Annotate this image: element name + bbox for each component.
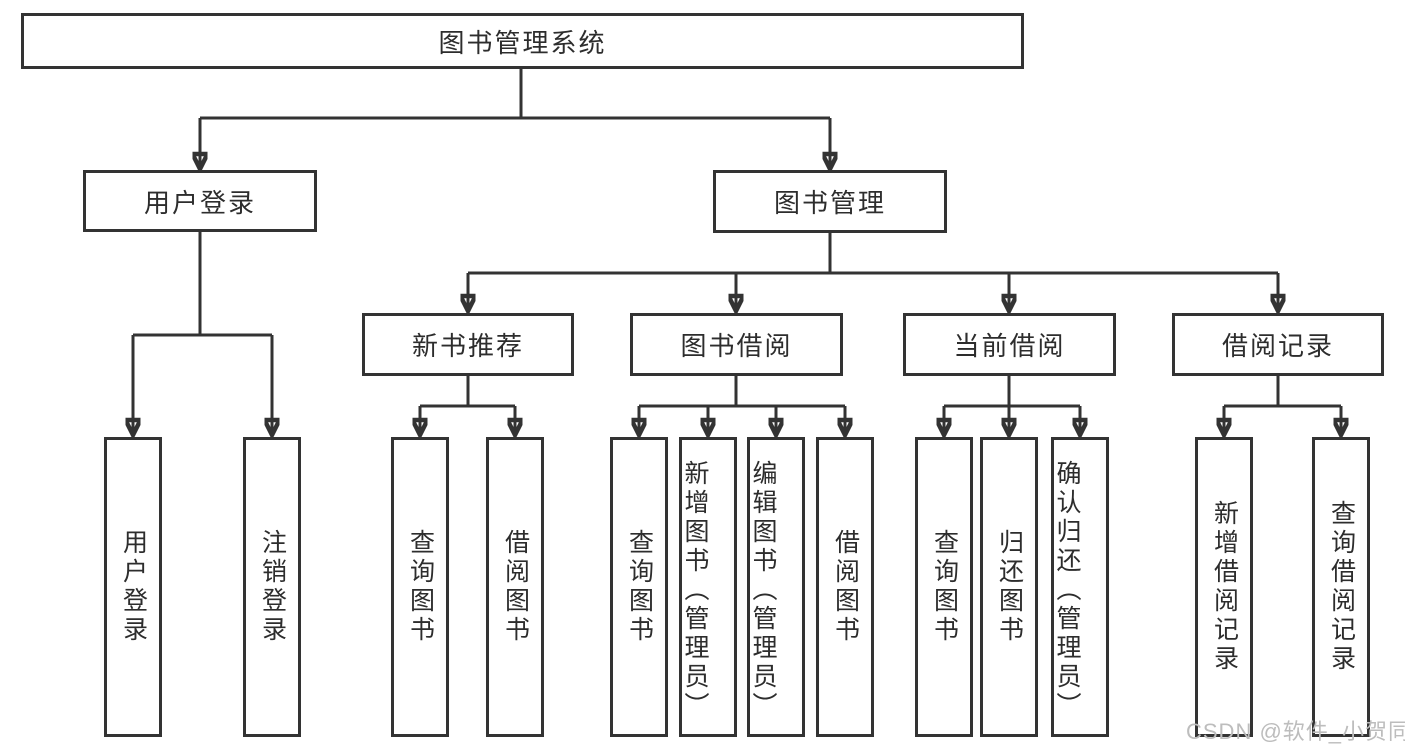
node-current-borrow: 当前借阅: [903, 313, 1116, 376]
node-borrow-records: 借阅记录: [1172, 313, 1384, 376]
node-borrow-records-label: 借阅记录: [1221, 331, 1334, 361]
leaf-logout: 注销登录: [243, 437, 301, 737]
connector-new-book-to-leaves: [420, 376, 515, 435]
leaf-current-query-label: 查询图书: [930, 529, 959, 645]
leaf-borrow-edit-admin: 编辑图书（管理员）: [747, 437, 805, 737]
connector-user-login-to-leaves: [133, 232, 272, 435]
connector-borrow-records-to-leaves: [1224, 376, 1341, 435]
leaf-current-query: 查询图书: [915, 437, 973, 737]
leaf-current-confirm-admin: 确认归还（管理员）: [1051, 437, 1109, 737]
watermark-text: CSDN @软件_小贺同学: [1186, 719, 1405, 744]
connector-book-borrow-to-leaves: [639, 376, 845, 435]
leaf-newbook-borrow-label: 借阅图书: [501, 529, 530, 645]
leaf-newbook-borrow: 借阅图书: [486, 437, 544, 737]
node-book-management-label: 图书管理: [773, 188, 886, 218]
leaf-newbook-query-label: 查询图书: [406, 529, 435, 645]
leaf-record-add-label: 新增借阅记录: [1210, 500, 1239, 674]
node-book-borrow: 图书借阅: [630, 313, 843, 376]
node-book-borrow-label: 图书借阅: [680, 331, 793, 361]
node-current-borrow-label: 当前借阅: [953, 331, 1066, 361]
leaf-borrow-query: 查询图书: [610, 437, 668, 737]
leaf-record-query-label: 查询借阅记录: [1327, 500, 1356, 674]
leaf-current-return: 归还图书: [980, 437, 1038, 737]
node-new-book-recommend: 新书推荐: [362, 313, 574, 376]
node-user-login-label: 用户登录: [143, 187, 256, 218]
leaf-record-query: 查询借阅记录: [1312, 437, 1370, 737]
leaf-user-login: 用户登录: [104, 437, 162, 737]
connector-book-management-to-level3: [468, 233, 1278, 311]
leaf-borrow-edit-admin-label: 编辑图书（管理员）: [749, 459, 777, 721]
leaf-borrow-add-admin-label: 新增图书（管理员）: [681, 459, 709, 721]
leaf-borrow-book-label: 借阅图书: [831, 529, 860, 645]
leaf-current-return-label: 归还图书: [995, 529, 1024, 645]
leaf-newbook-query: 查询图书: [391, 437, 449, 737]
node-book-management: 图书管理: [713, 170, 947, 233]
leaf-borrow-query-label: 查询图书: [625, 529, 654, 645]
leaf-user-login-label: 用户登录: [119, 529, 148, 645]
leaf-record-add: 新增借阅记录: [1195, 437, 1253, 737]
connector-current-borrow-to-leaves: [944, 376, 1080, 435]
node-root-label: 图书管理系统: [438, 27, 607, 58]
node-root: 图书管理系统: [21, 13, 1024, 69]
node-user-login: 用户登录: [83, 170, 317, 232]
leaf-logout-label: 注销登录: [258, 529, 287, 645]
node-new-book-recommend-label: 新书推荐: [411, 331, 524, 361]
leaf-borrow-add-admin: 新增图书（管理员）: [679, 437, 737, 737]
connector-root-to-level2: [200, 69, 830, 169]
leaf-borrow-book: 借阅图书: [816, 437, 874, 737]
leaf-current-confirm-admin-label: 确认归还（管理员）: [1053, 459, 1081, 721]
